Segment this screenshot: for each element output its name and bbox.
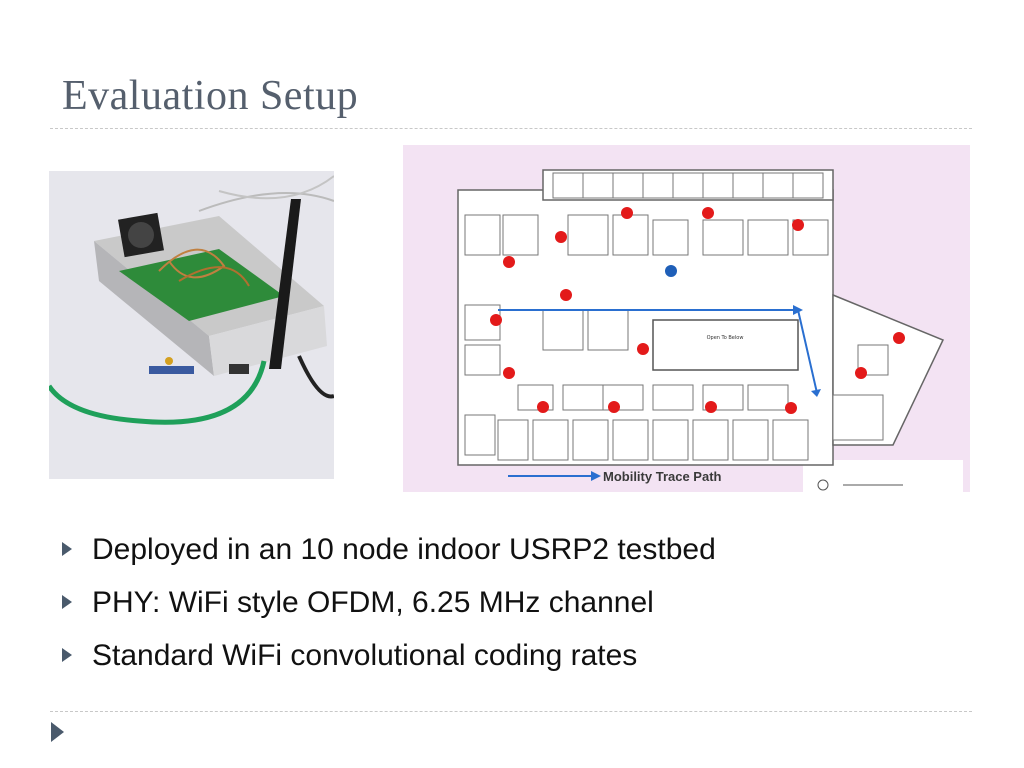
- circuit-board: [119, 249, 284, 321]
- power-cable: [297, 355, 334, 399]
- node-marker: [608, 401, 620, 413]
- device-side-panel: [94, 241, 214, 376]
- background-cable: [198, 192, 334, 212]
- testbed-floorplan: Open To Below Mobility Trace Path: [403, 145, 970, 492]
- bullet-text: Standard WiFi convolutional coding rates: [92, 639, 638, 672]
- mobile-node-marker: [665, 265, 677, 277]
- footer-divider: [50, 711, 972, 712]
- mobility-trace-path: [498, 309, 818, 394]
- node-marker: [537, 401, 549, 413]
- fan-hub: [128, 222, 154, 248]
- bullet-text: PHY: WiFi style OFDM, 6.25 MHz channel: [92, 586, 654, 619]
- path-arrowhead: [811, 389, 821, 397]
- atrium-label: Open To Below: [707, 335, 744, 341]
- testbed-nodes: [490, 207, 905, 414]
- antenna: [269, 199, 301, 369]
- rf-cable: [178, 266, 250, 287]
- bullet-item: Deployed in an 10 node indoor USRP2 test…: [60, 528, 716, 581]
- rf-cable: [158, 248, 226, 279]
- node-marker: [855, 367, 867, 379]
- front-port: [229, 364, 249, 374]
- bullet-text: Deployed in an 10 node indoor USRP2 test…: [92, 533, 716, 566]
- path-arrowhead: [793, 305, 803, 315]
- bullet-item: Standard WiFi convolutional coding rates: [60, 634, 716, 687]
- slide-title: Evaluation Setup: [62, 73, 359, 119]
- bullet-arrow-icon: [62, 595, 72, 609]
- background-cable: [218, 175, 334, 200]
- node-marker: [621, 207, 633, 219]
- rooms: [464, 172, 889, 461]
- next-slide-arrow-icon[interactable]: [51, 722, 64, 742]
- node-marker: [555, 231, 567, 243]
- compass-icon: [817, 479, 829, 491]
- usrp2-device-photo: [49, 171, 334, 479]
- title-divider: [50, 128, 972, 129]
- device-front-panel: [209, 306, 327, 376]
- bullet-arrow-icon: [62, 648, 72, 662]
- front-led: [165, 357, 173, 365]
- node-marker: [702, 207, 714, 219]
- bullet-arrow-icon: [62, 542, 72, 556]
- node-marker: [560, 289, 572, 301]
- node-marker: [893, 332, 905, 344]
- front-port: [149, 366, 194, 374]
- node-marker: [705, 401, 717, 413]
- ethernet-cable: [49, 360, 267, 425]
- bullet-list: Deployed in an 10 node indoor USRP2 test…: [60, 528, 716, 687]
- node-marker: [637, 343, 649, 355]
- legend-label: Mobility Trace Path: [603, 469, 722, 484]
- bullet-item: PHY: WiFi style OFDM, 6.25 MHz channel: [60, 581, 716, 634]
- atrium-room: [652, 319, 799, 371]
- node-marker: [503, 256, 515, 268]
- legend-arrowhead: [591, 471, 601, 481]
- node-marker: [792, 219, 804, 231]
- node-marker: [490, 314, 502, 326]
- node-marker: [785, 402, 797, 414]
- node-marker: [503, 367, 515, 379]
